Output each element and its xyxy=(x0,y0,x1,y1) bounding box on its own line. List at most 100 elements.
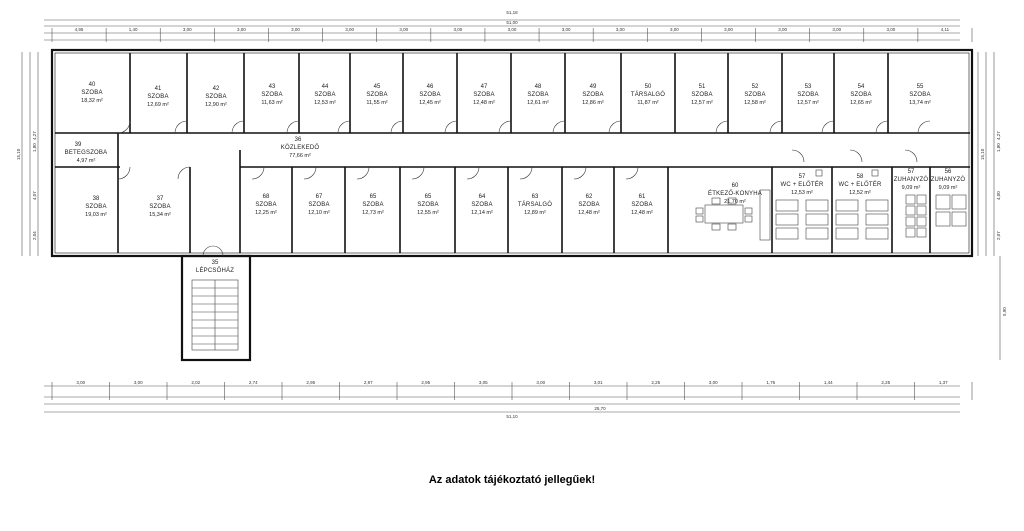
svg-text:65: 65 xyxy=(370,194,377,200)
dimension-label: 3,00 xyxy=(724,27,733,32)
dimension-label: 3,00 xyxy=(76,380,85,385)
dimension-lines xyxy=(21,19,1001,413)
svg-text:12,57 m²: 12,57 m² xyxy=(797,100,819,106)
svg-text:SZOBA: SZOBA xyxy=(417,202,438,208)
svg-text:KÖZLEKEDŐ: KÖZLEKEDŐ xyxy=(281,144,320,151)
svg-text:BETEGSZOBA: BETEGSZOBA xyxy=(65,150,108,156)
dimension-total-label: 25,70 xyxy=(594,406,606,411)
svg-text:12,48 m²: 12,48 m² xyxy=(631,210,653,216)
dimension-label: 3,00 xyxy=(399,27,408,32)
svg-text:21,70 m²: 21,70 m² xyxy=(724,199,746,205)
svg-text:19,03 m²: 19,03 m² xyxy=(85,212,107,218)
svg-text:36: 36 xyxy=(295,137,302,143)
dimension-label: 3,00 xyxy=(453,27,462,32)
svg-text:TÁRSALGÓ: TÁRSALGÓ xyxy=(631,91,665,98)
dimension-label: 4,07 xyxy=(32,191,37,200)
svg-text:39: 39 xyxy=(75,142,82,148)
svg-text:12,86 m²: 12,86 m² xyxy=(582,100,604,106)
dimension-label: 2,04 xyxy=(32,231,37,240)
stairs xyxy=(191,279,239,351)
svg-text:WC + ELŐTÉR: WC + ELŐTÉR xyxy=(780,181,824,188)
svg-text:51: 51 xyxy=(699,84,706,90)
dimension-label: 3,00 xyxy=(562,27,571,32)
svg-text:12,48 m²: 12,48 m² xyxy=(473,100,495,106)
svg-text:45: 45 xyxy=(374,84,381,90)
dimension-label: 3,00 xyxy=(670,27,679,32)
svg-text:SZOBA: SZOBA xyxy=(582,92,603,98)
svg-text:SZOBA: SZOBA xyxy=(147,94,168,100)
dimension-label: 4,95 xyxy=(75,27,84,32)
dimension-label: 3,00 xyxy=(616,27,625,32)
svg-text:ZUHANYZÓ: ZUHANYZÓ xyxy=(931,176,966,183)
svg-text:12,57 m²: 12,57 m² xyxy=(691,100,713,106)
svg-text:12,55 m²: 12,55 m² xyxy=(417,210,439,216)
svg-text:SZOBA: SZOBA xyxy=(362,202,383,208)
svg-text:58: 58 xyxy=(857,174,864,180)
svg-text:42: 42 xyxy=(213,86,220,92)
building-outline xyxy=(50,48,974,362)
dimension-label: 3,00 xyxy=(183,27,192,32)
dimension-label: 3,05 xyxy=(479,380,488,385)
dimension-label: 3,00 xyxy=(237,27,246,32)
svg-text:43: 43 xyxy=(269,84,276,90)
dimension-label: 2,95 xyxy=(306,380,315,385)
svg-text:53: 53 xyxy=(805,84,812,90)
dimension-label: 3,01 xyxy=(594,380,603,385)
svg-text:WC + ELŐTÉR: WC + ELŐTÉR xyxy=(838,181,882,188)
svg-text:65: 65 xyxy=(425,194,432,200)
disclaimer-note: Az adatok tájékoztató jellegűek! xyxy=(428,474,596,486)
svg-text:SZOBA: SZOBA xyxy=(631,202,652,208)
dimension-label: 3,00 xyxy=(536,380,545,385)
svg-text:SZOBA: SZOBA xyxy=(255,202,276,208)
svg-text:LÉPCSŐHÁZ: LÉPCSŐHÁZ xyxy=(196,267,234,274)
svg-text:SZOBA: SZOBA xyxy=(909,92,930,98)
svg-text:ZUHANYZÓ: ZUHANYZÓ xyxy=(894,176,929,183)
svg-text:9,09 m²: 9,09 m² xyxy=(939,185,958,191)
dimension-labels-right: 15,104,271,804,002,075,90 xyxy=(980,131,1007,316)
dimension-label: 2,02 xyxy=(191,380,200,385)
dimension-label: 4,27 xyxy=(32,131,37,140)
dimension-label: 2,25 xyxy=(651,380,660,385)
dimension-total-label: 15,10 xyxy=(980,148,985,160)
svg-text:54: 54 xyxy=(858,84,865,90)
svg-text:12,10 m²: 12,10 m² xyxy=(308,210,330,216)
svg-text:61: 61 xyxy=(639,194,646,200)
svg-text:55: 55 xyxy=(917,84,924,90)
dimension-label: 3,00 xyxy=(345,27,354,32)
svg-text:TÁRSALGÓ: TÁRSALGÓ xyxy=(518,201,552,208)
svg-text:12,25 m²: 12,25 m² xyxy=(255,210,277,216)
svg-text:18,32 m²: 18,32 m² xyxy=(81,98,103,104)
svg-text:13,74 m²: 13,74 m² xyxy=(909,100,931,106)
svg-text:56: 56 xyxy=(945,169,952,175)
svg-text:4,97 m²: 4,97 m² xyxy=(77,158,96,164)
dimension-label: 4,27 xyxy=(996,131,1001,140)
svg-text:38: 38 xyxy=(93,196,100,202)
svg-text:12,14 m²: 12,14 m² xyxy=(471,210,493,216)
dimension-label: 2,25 xyxy=(881,380,890,385)
svg-text:SZOBA: SZOBA xyxy=(366,92,387,98)
walls xyxy=(55,53,970,253)
dimension-label: 3,00 xyxy=(832,27,841,32)
svg-text:40: 40 xyxy=(89,82,96,88)
svg-text:SZOBA: SZOBA xyxy=(578,202,599,208)
svg-text:SZOBA: SZOBA xyxy=(527,92,548,98)
dimension-label: 1,80 xyxy=(32,143,37,152)
